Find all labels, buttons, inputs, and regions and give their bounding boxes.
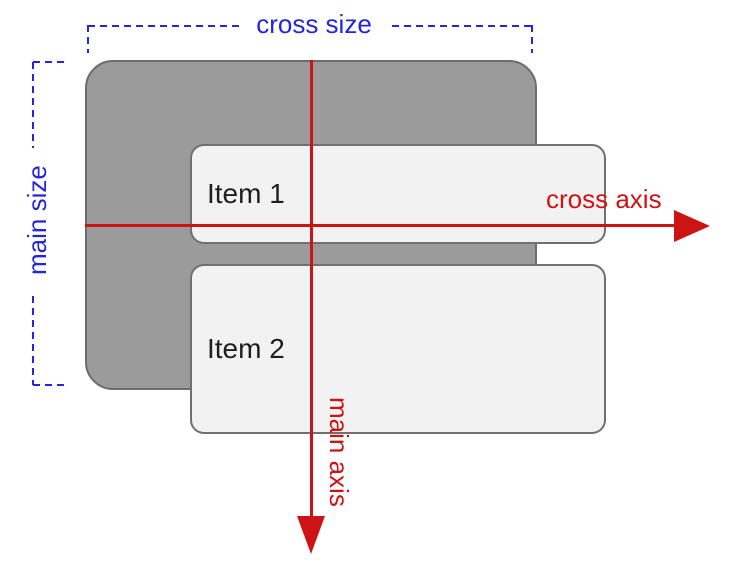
cross-size-tick-left (87, 25, 89, 53)
cross-size-tick-right (531, 25, 533, 53)
flex-item-2: Item 2 (190, 264, 606, 434)
cross-size-dash-left (88, 25, 240, 27)
cross-axis-label: cross axis (546, 184, 662, 214)
cross-axis-line (85, 224, 675, 227)
main-axis-arrowhead-icon (297, 516, 325, 554)
main-size-tick-bottom (33, 384, 66, 386)
main-axis-line (310, 60, 313, 518)
main-axis-label: main axis (324, 397, 354, 507)
main-size-label: main size (22, 165, 52, 275)
cross-axis-arrowhead-icon (674, 210, 710, 242)
flex-item-1: Item 1 (190, 144, 606, 244)
cross-size-dash-right (392, 25, 532, 27)
main-size-dash-top (32, 62, 34, 148)
flex-item-1-label: Item 1 (207, 178, 285, 209)
flex-item-2-label: Item 2 (207, 333, 285, 364)
main-size-tick-top (33, 61, 64, 63)
cross-size-label: cross size (256, 9, 372, 39)
main-size-dash-bottom (32, 296, 34, 385)
